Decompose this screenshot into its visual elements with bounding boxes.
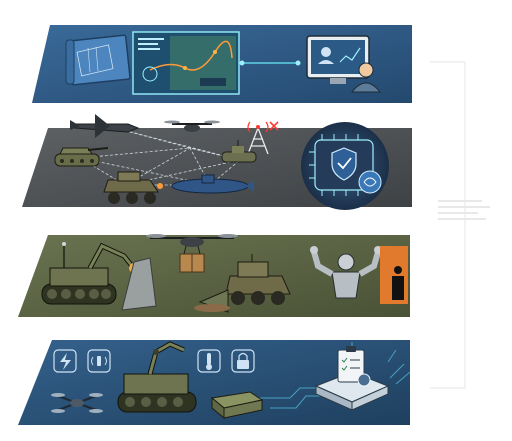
cargo-drone-icon: [146, 234, 238, 273]
tactical-map-screen-icon: [132, 31, 240, 95]
quad-drone-icon: [164, 120, 220, 132]
drone-icon: [70, 114, 140, 138]
layer-2-panel: [22, 114, 412, 210]
small-ugv-icon: [221, 140, 257, 163]
blueprint-map-icon: [65, 34, 131, 86]
secure-chip-icon: [301, 122, 389, 210]
tank-icon: [54, 147, 109, 167]
faint-side-caption: [438, 196, 508, 224]
soldier-icon: [392, 266, 404, 300]
layer-3-panel: [18, 234, 410, 317]
ugv-robot-icon: [117, 341, 197, 413]
radio-tower-icon: [247, 121, 279, 155]
checklist-processor-icon: [314, 346, 390, 411]
wall-debris: [121, 257, 157, 311]
lock-icon: [231, 349, 255, 373]
bulldozer-vehicle-icon: [194, 254, 291, 313]
thermometer-icon: [197, 349, 221, 373]
layer-4-panel: [18, 340, 411, 425]
battery-module-icon: [210, 391, 264, 420]
signal-icon: [87, 349, 111, 373]
layer-1-panel: [32, 25, 412, 103]
armored-vehicle-icon: [103, 171, 163, 204]
power-icon: [53, 349, 77, 373]
submarine-icon: [171, 174, 254, 194]
circuit-traces: [260, 342, 411, 409]
side-bracket: [430, 61, 466, 389]
analyst-monitor-icon: [306, 35, 382, 93]
quadcopter-icon: [51, 393, 103, 413]
